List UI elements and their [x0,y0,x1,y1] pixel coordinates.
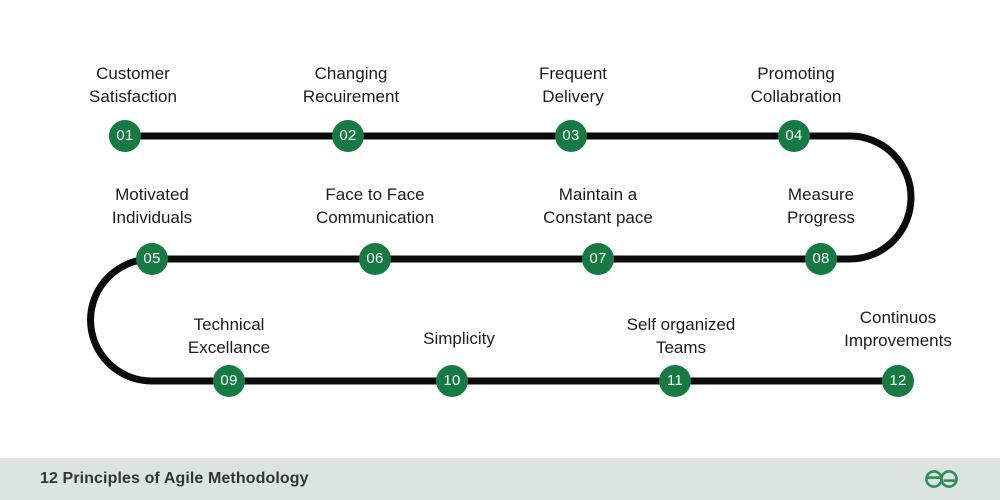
timeline-node-03[interactable]: 03 [555,120,587,152]
footer-bar: 12 Principles of Agile Methodology [0,458,1000,500]
principle-label-03: Frequent Delivery [538,64,608,106]
timeline-path [87,132,915,385]
principle-label-11: Self organized Teams [626,315,736,357]
timeline-node-04[interactable]: 04 [778,120,810,152]
footer-title: 12 Principles of Agile Methodology [40,470,309,487]
principle-label-12: Continuos Improvements [844,308,952,350]
principle-label-07: Maintain a Constant pace [543,185,653,227]
timeline-node-07[interactable]: 07 [582,243,614,275]
principle-label-02: Changing Recuirement [302,64,400,106]
geeksforgeeks-logo [922,468,962,490]
agile-principles-infographic: 01 02 03 04 05 06 07 08 09 10 11 12 Customer Satisf… [87,64,952,397]
timeline-node-01[interactable]: 01 [109,120,141,152]
timeline-node-10[interactable]: 10 [436,365,468,397]
principle-label-05: Motivated Individuals [111,185,193,227]
timeline-node-12[interactable]: 12 [882,365,914,397]
principle-label-10: Simplicity [423,329,495,348]
timeline-node-09[interactable]: 09 [213,365,245,397]
timeline-node-08[interactable]: 08 [805,243,837,275]
timeline-node-11[interactable]: 11 [659,365,691,397]
principle-label-01: Customer Satisfaction [89,64,177,106]
timeline-node-06[interactable]: 06 [359,243,391,275]
principle-label-04: Promoting Collabration [750,64,842,106]
timeline-node-05[interactable]: 05 [136,243,168,275]
principle-label-09: Technical Excellance [187,315,271,357]
timeline-node-02[interactable]: 02 [332,120,364,152]
serpentine-connector-line [87,132,915,385]
principle-label-06: Face to Face Communication [315,185,435,227]
principle-label-08: Measure Progress [786,185,856,227]
